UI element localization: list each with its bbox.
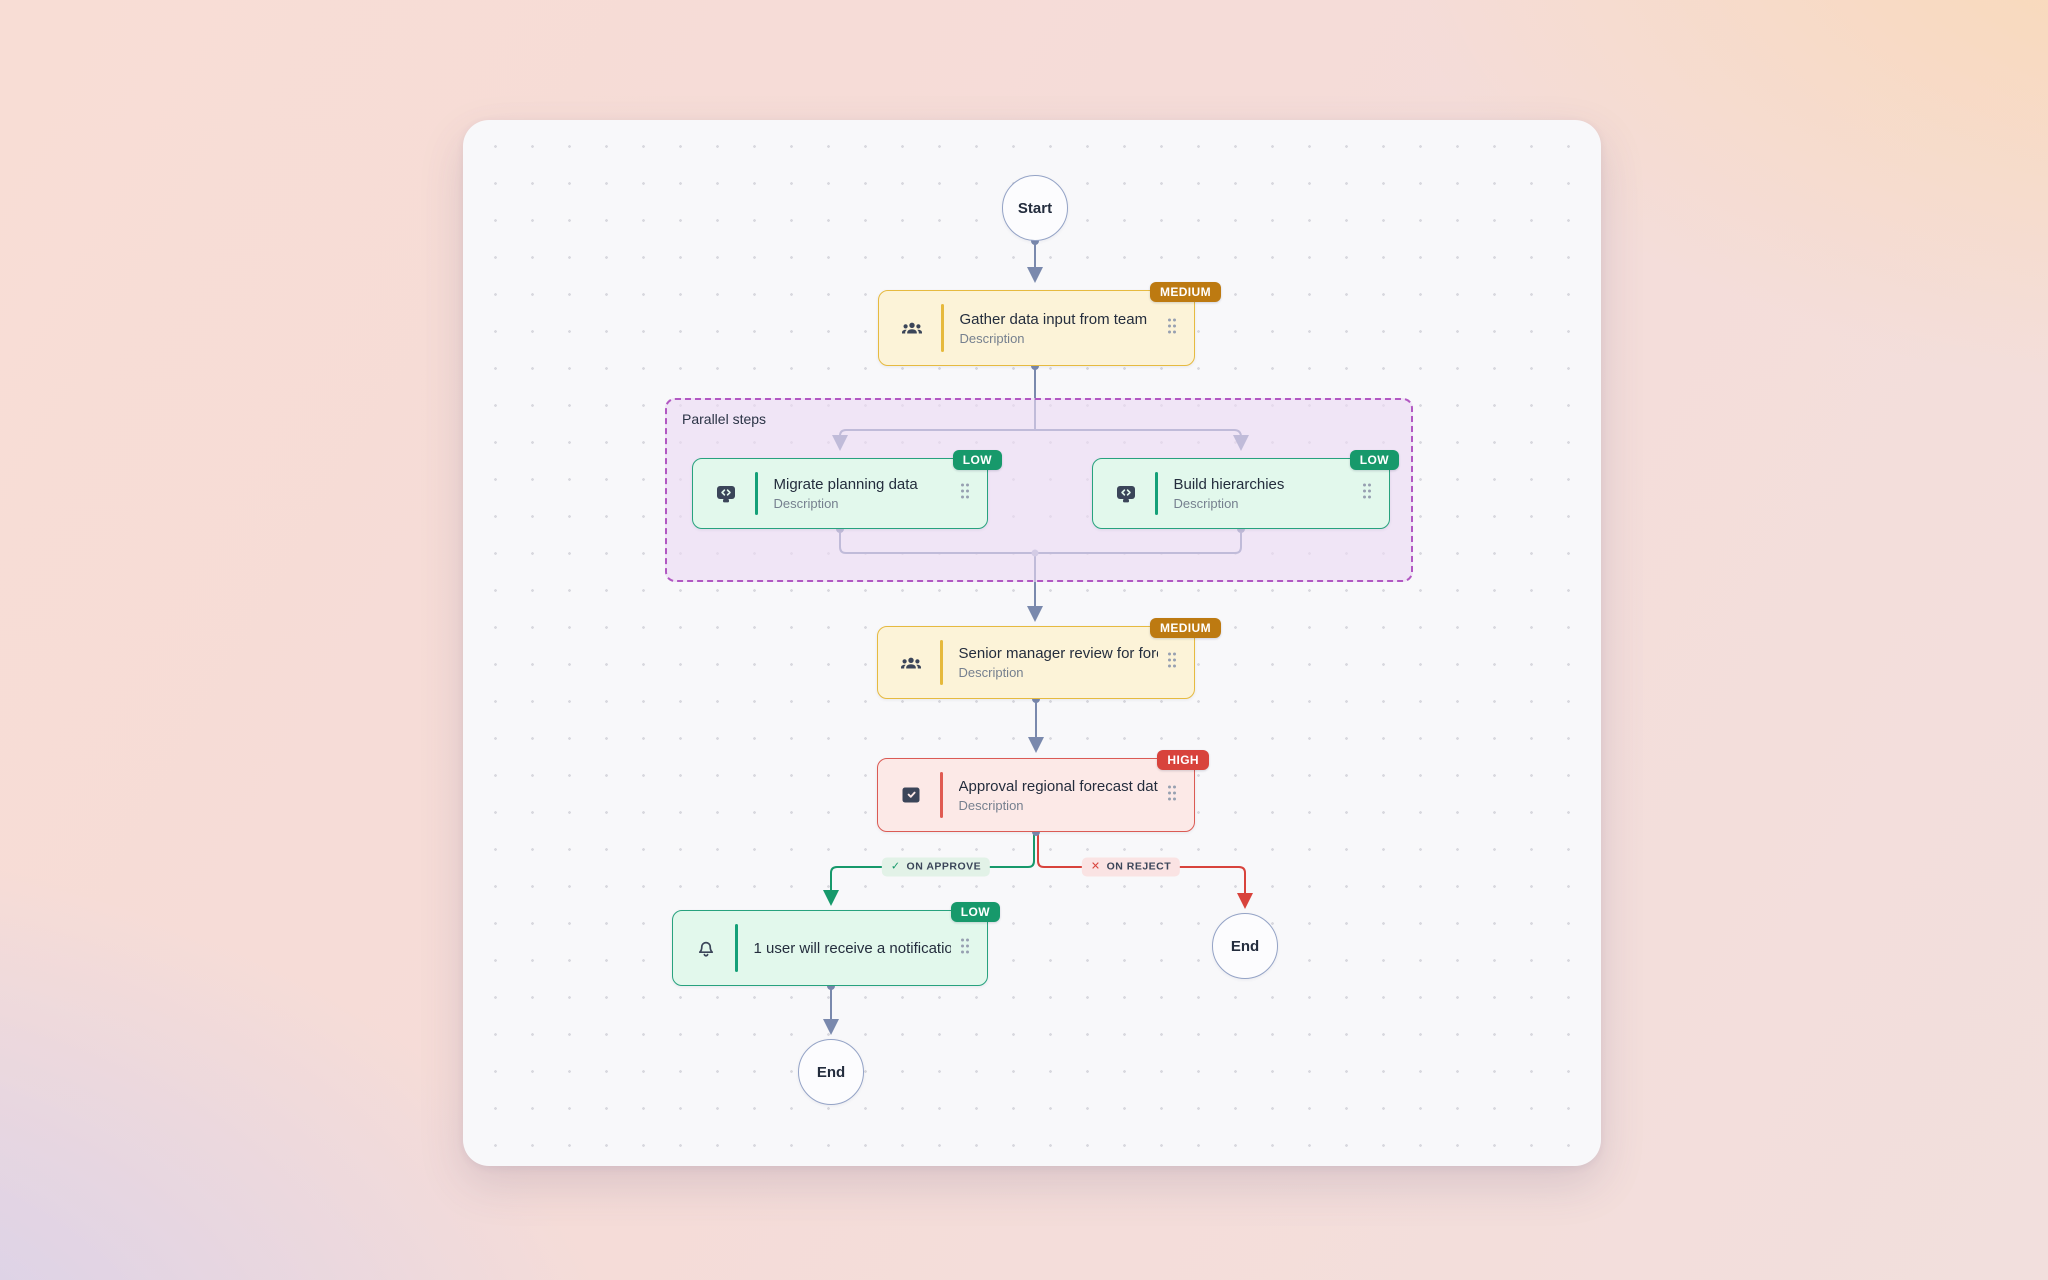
on-approve-text: ON APPROVE <box>906 860 982 873</box>
x-icon: ✕ <box>1090 860 1101 873</box>
step-node-senior-manager-review[interactable]: MEDIUM Senior manager review for foreca…… <box>877 618 1221 699</box>
step-node-build-hierarchies[interactable]: LOW Build hierarchies Description <box>1092 450 1399 529</box>
approval-check-icon <box>898 782 924 808</box>
priority-badge: LOW <box>1349 450 1399 470</box>
drag-handle-icon[interactable] <box>959 937 971 960</box>
node-accent-divider <box>941 304 944 352</box>
node-title: Gather data input from team <box>959 310 1148 328</box>
step-node-migrate-planning-data[interactable]: LOW Migrate planning data Description <box>692 450 1002 529</box>
end-node-reject-branch[interactable]: End <box>1212 913 1278 979</box>
priority-badge: MEDIUM <box>1149 618 1221 638</box>
on-reject-edge-label: ✕ ON REJECT <box>1081 857 1181 877</box>
node-title: 1 user will receive a notification <box>753 939 952 957</box>
on-approve-edge-label: ✓ ON APPROVE <box>881 857 991 877</box>
workflow-canvas[interactable]: Start MEDIUM Gather data input from team… <box>463 120 1601 1166</box>
end-label: End <box>816 1063 846 1081</box>
node-title: Migrate planning data <box>773 476 918 493</box>
monitor-code-icon <box>713 481 739 507</box>
node-accent-divider <box>940 640 943 685</box>
drag-handle-icon[interactable] <box>1166 651 1178 674</box>
bell-icon <box>693 935 719 961</box>
priority-badge: LOW <box>950 902 1000 922</box>
priority-badge: MEDIUM <box>1149 282 1221 302</box>
step-node-approval-regional-forecast[interactable]: HIGH Approval regional forecast data Des… <box>877 750 1209 832</box>
monitor-code-icon <box>1113 481 1139 507</box>
node-description: Description <box>958 797 1024 813</box>
start-label: Start <box>1017 199 1053 217</box>
node-description: Description <box>1173 496 1239 511</box>
end-node-approve-branch[interactable]: End <box>798 1039 864 1105</box>
users-icon <box>899 315 925 341</box>
node-description: Description <box>958 665 1024 680</box>
node-title: Senior manager review for foreca… <box>958 645 1159 662</box>
node-description: Description <box>959 330 1025 346</box>
start-node[interactable]: Start <box>1002 175 1068 241</box>
check-icon: ✓ <box>890 860 901 873</box>
on-reject-text: ON REJECT <box>1106 860 1172 873</box>
drag-handle-icon[interactable] <box>1166 784 1178 807</box>
node-description: Description <box>773 496 839 511</box>
node-accent-divider <box>940 772 943 818</box>
node-accent-divider <box>1155 472 1158 515</box>
drag-handle-icon[interactable] <box>1166 317 1178 340</box>
node-accent-divider <box>755 472 758 515</box>
drag-handle-icon[interactable] <box>959 482 971 505</box>
parallel-steps-label: Parallel steps <box>682 411 767 427</box>
node-title: Build hierarchies <box>1173 476 1285 493</box>
end-label: End <box>1230 937 1260 955</box>
drag-handle-icon[interactable] <box>1361 482 1373 505</box>
node-title: Approval regional forecast data <box>958 777 1159 795</box>
step-node-gather-data[interactable]: MEDIUM Gather data input from team Descr… <box>878 282 1221 366</box>
priority-badge: LOW <box>952 450 1002 470</box>
step-node-notification[interactable]: LOW 1 user will receive a notification <box>672 902 1000 986</box>
priority-badge: HIGH <box>1157 750 1209 770</box>
users-icon <box>898 650 924 676</box>
node-accent-divider <box>735 924 738 972</box>
